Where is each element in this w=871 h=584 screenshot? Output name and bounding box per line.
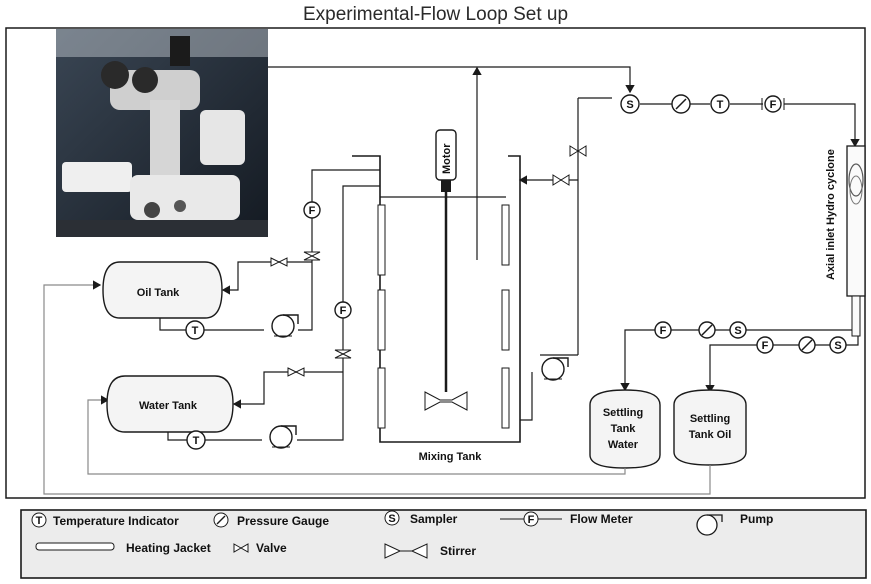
svg-text:F: F <box>762 340 769 352</box>
stirrer-impeller <box>424 391 468 411</box>
mixing-tank <box>352 155 521 443</box>
temperature-indicator-top: T <box>710 94 730 114</box>
svg-text:F: F <box>528 514 535 526</box>
svg-text:S: S <box>734 325 741 337</box>
legend-stirrer: Stirrer <box>440 544 476 558</box>
svg-text:S: S <box>626 99 633 111</box>
legend-valve: Valve <box>256 541 287 555</box>
oil-feed-line <box>159 169 380 331</box>
svg-text:F: F <box>770 99 777 111</box>
legend-flow-meter: Flow Meter <box>570 512 633 526</box>
pressure-gauge-underflow <box>798 336 816 354</box>
oil-recycle-line <box>221 261 312 295</box>
pressure-gauge-top <box>671 94 691 114</box>
temperature-indicator-oil: T <box>185 320 205 340</box>
svg-text:T: T <box>193 435 200 447</box>
motor <box>435 129 457 392</box>
oil-return-line <box>43 280 711 495</box>
motor-label: Motor <box>441 143 453 174</box>
flow-meter-underflow: F <box>756 336 774 354</box>
pump-oil <box>271 314 299 338</box>
svg-text:F: F <box>309 205 316 217</box>
water-tank <box>106 375 234 433</box>
pump-mixing <box>541 357 569 381</box>
svg-text:T: T <box>36 515 43 527</box>
svg-text:S: S <box>388 513 395 525</box>
valve-oil-feed <box>303 251 321 261</box>
settling-tank-oil <box>673 389 747 466</box>
mixing-drain-line <box>520 372 533 421</box>
valve-right-top <box>569 145 587 157</box>
pressure-gauge-overflow <box>698 321 716 339</box>
legend-heating-jacket: Heating Jacket <box>126 541 211 555</box>
top-return-line <box>268 66 635 94</box>
pump-water <box>269 425 297 449</box>
sampler-top: S <box>620 94 640 114</box>
settling-tank-water-line1: Settling <box>603 407 643 419</box>
underflow-line <box>705 336 859 394</box>
water-recycle-line <box>232 371 343 409</box>
settling-tank-oil-line1: Settling <box>690 413 730 425</box>
sampler-overflow: S <box>729 321 747 339</box>
settling-tank-water-line2: Tank <box>611 423 637 435</box>
valve-water-recycle <box>287 367 305 377</box>
diagram-title: Experimental-Flow Loop Set up <box>302 4 569 25</box>
svg-text:F: F <box>340 305 347 317</box>
svg-text:T: T <box>192 325 199 337</box>
valve-oil-recycle <box>270 257 288 267</box>
legend-pressure-gauge: Pressure Gauge <box>237 514 329 528</box>
valve-water-feed <box>334 349 352 359</box>
mixing-tank-label: Mixing Tank <box>419 451 483 463</box>
flow-meter-overflow: F <box>654 321 672 339</box>
water-tank-label: Water Tank <box>139 400 198 412</box>
flow-meter-water: F <box>334 301 352 319</box>
settling-tank-oil-line2: Tank Oil <box>689 429 732 441</box>
flow-meter-top: F <box>761 95 785 113</box>
svg-text:T: T <box>717 99 724 111</box>
hydrocyclone <box>846 145 866 337</box>
temperature-indicator-water: T <box>186 430 206 450</box>
overflow-line <box>620 329 852 392</box>
settling-tank-water <box>589 389 661 469</box>
oil-tank-label: Oil Tank <box>137 287 180 299</box>
oil-tank <box>102 261 223 319</box>
settling-tank-water-line3: Water <box>608 439 639 451</box>
svg-text:F: F <box>660 325 667 337</box>
legend-sampler: Sampler <box>410 512 458 526</box>
flow-meter-oil: F <box>303 201 321 219</box>
water-return-line <box>87 395 626 475</box>
sampler-underflow: S <box>829 336 847 354</box>
microscope-photo <box>56 29 268 237</box>
legend-pump: Pump <box>740 512 773 526</box>
svg-text:S: S <box>834 340 841 352</box>
hydrocyclone-feed-line <box>577 97 855 355</box>
hydrocyclone-label: Axial inlet Hydro cyclone <box>825 149 837 280</box>
valve-right-mid <box>552 174 570 186</box>
legend-temperature-indicator: Temperature Indicator <box>53 514 179 528</box>
legend: T S F <box>20 509 867 579</box>
